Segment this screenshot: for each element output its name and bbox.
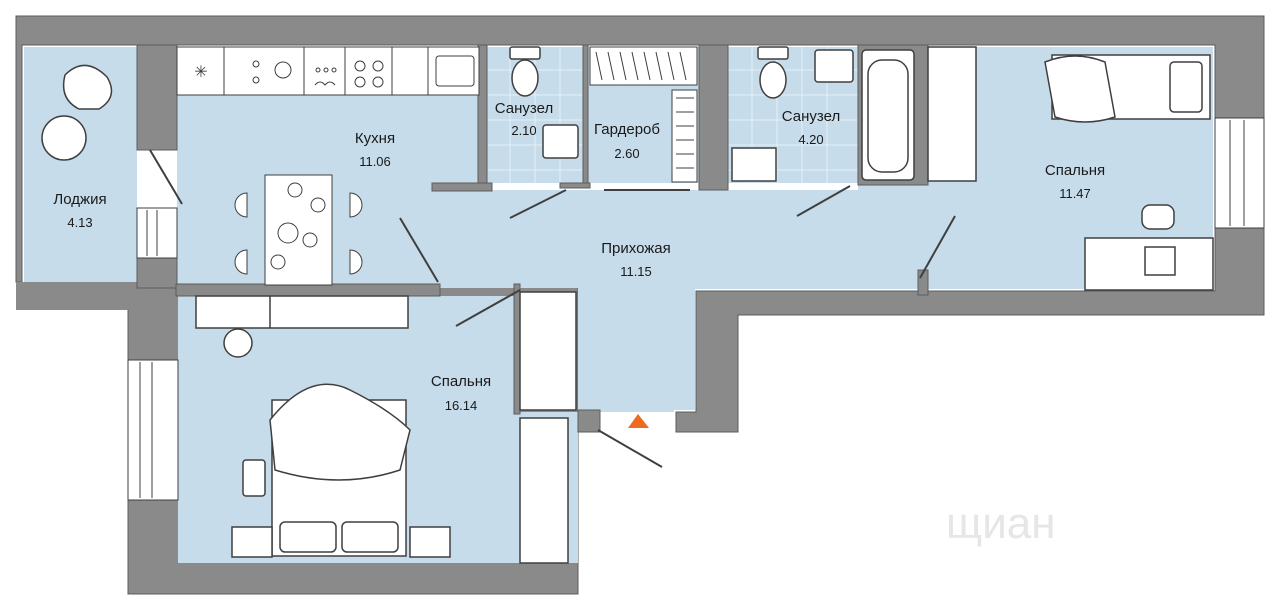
dining-table (234, 174, 363, 286)
wardrobe-left-lower (519, 417, 569, 564)
room-labels: Лоджия 4.13 Кухня 11.06 Санузел 2.10 Гар… (53, 100, 1105, 413)
room-name-loggia: Лоджия (53, 191, 106, 208)
pillow (1169, 61, 1203, 113)
room-area-hallway: 11.15 (620, 264, 652, 279)
room-area-wardrobe: 2.60 (614, 146, 639, 161)
window-bedroom-left (127, 359, 179, 501)
stove-burner (372, 76, 384, 88)
pillow (279, 521, 337, 553)
room-name-wardrobe: Гардероб (594, 121, 660, 138)
toilet-tank (757, 46, 789, 60)
stove-burner (354, 76, 366, 88)
loggia-furniture (41, 64, 113, 161)
entrance-marker-icon (628, 414, 649, 428)
snowflake-icon: ✳ (194, 62, 207, 81)
wall-hall-bedroom-low (577, 409, 601, 433)
watermark: щиан (946, 499, 1056, 548)
nightstand (409, 526, 451, 558)
wardrobe-rails (589, 46, 698, 183)
wall-bath1-wardrobe (582, 44, 589, 186)
chair (234, 249, 248, 275)
bath2-fixtures (731, 46, 915, 182)
chair (234, 192, 248, 218)
room-name-bedroom-left: Спальня (431, 373, 491, 390)
floor-loggia-lower (24, 279, 137, 282)
wall-kitchen-bedroom (175, 283, 441, 297)
room-name-bath2: Санузел (782, 108, 840, 125)
room-area-bedroom-left: 16.14 (445, 398, 478, 413)
pouf (223, 328, 253, 358)
toilet-tank (509, 46, 541, 60)
sink (814, 49, 854, 83)
kitchen-counter (176, 46, 480, 96)
pillow (341, 521, 399, 553)
washing-machine (731, 147, 777, 182)
room-area-kitchen: 11.06 (359, 154, 391, 169)
room-name-hallway: Прихожая (601, 240, 671, 257)
toilet-bowl (511, 59, 539, 97)
tv-stand (195, 295, 409, 329)
wardrobe-left (519, 291, 577, 411)
window-bedroom-right (1214, 117, 1265, 229)
bath1-fixtures (509, 46, 579, 159)
kitchen-sink (435, 55, 475, 87)
toilet-bowl (759, 61, 787, 99)
wall-kitchen-hall-top (431, 182, 493, 192)
room-area-loggia: 4.13 (67, 215, 92, 230)
floor-hallway (437, 190, 925, 412)
door-swings (149, 149, 956, 468)
room-area-bedroom-right: 11.47 (1059, 186, 1091, 201)
bedroom-right-furniture (927, 46, 1214, 291)
stove-burner (372, 60, 384, 72)
room-name-bath1: Санузел (495, 100, 553, 117)
armchair (62, 64, 113, 110)
room-name-bedroom-right: Спальня (1045, 162, 1105, 179)
wardrobe-right (927, 46, 977, 182)
wall-bedroom-hall (513, 283, 521, 415)
outer-wall (15, 15, 1265, 433)
chair (349, 249, 363, 275)
slippers (242, 459, 266, 497)
laptop (1144, 246, 1176, 276)
wall-wardrobe-bath2 (698, 44, 729, 191)
round-table (41, 115, 87, 161)
wall-bath1-hall (559, 182, 591, 189)
bedroom-left-furniture (195, 291, 577, 564)
room-area-bath2: 4.20 (798, 132, 823, 147)
windows (127, 117, 1265, 501)
wall-loggia-kitchen (136, 44, 178, 151)
nightstand (231, 526, 273, 558)
room-area-bath1: 2.10 (511, 123, 536, 138)
stove-burner (354, 60, 366, 72)
desk-chair (1141, 204, 1175, 230)
room-name-kitchen: Кухня (355, 130, 395, 147)
kettle-icon (274, 61, 292, 79)
wall-bedroom-right-hall (917, 269, 929, 296)
sink (542, 124, 579, 159)
chair (349, 192, 363, 218)
